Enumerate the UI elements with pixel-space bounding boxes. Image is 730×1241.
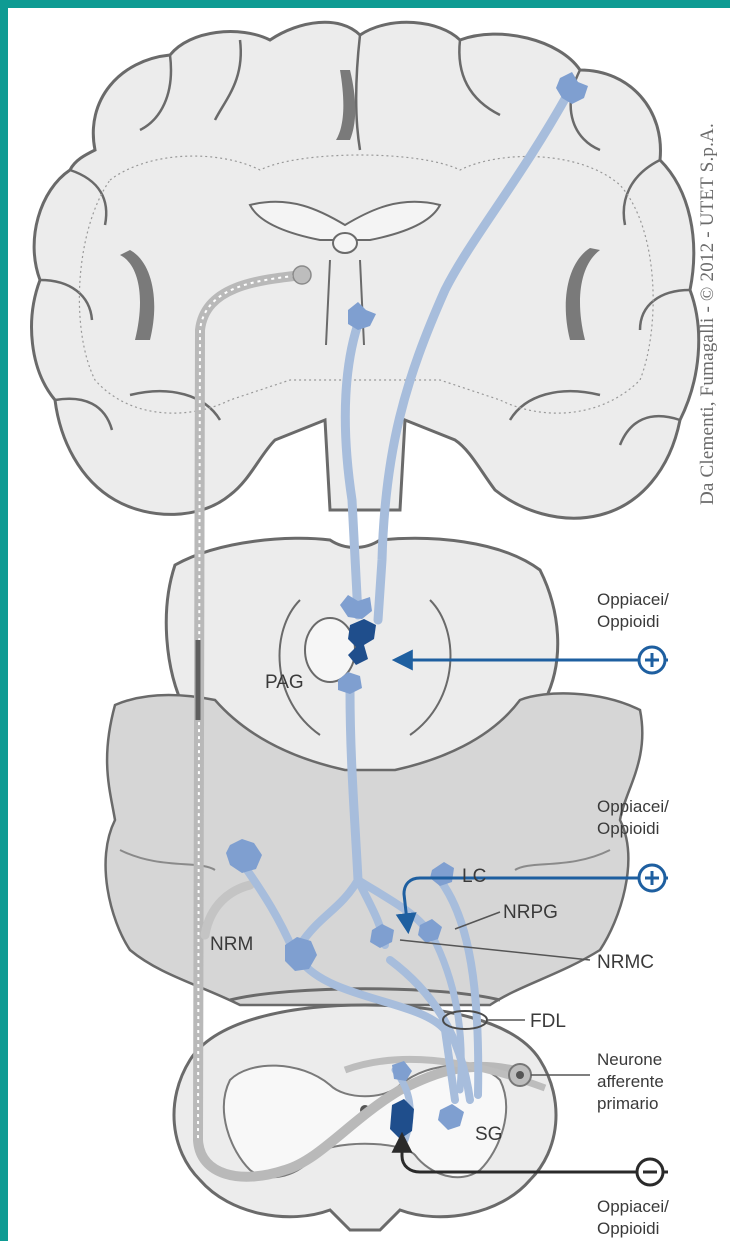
drug-label-2-line1: Oppiacei/ bbox=[597, 797, 669, 816]
label-neurone-line1: Neurone bbox=[597, 1050, 662, 1069]
drug-label-3-line2: Oppioidi bbox=[597, 1219, 659, 1238]
label-fdl: FDL bbox=[530, 1011, 566, 1032]
drug-label-2-line2: Oppioidi bbox=[597, 819, 659, 838]
label-nrm: NRM bbox=[210, 934, 253, 955]
label-lc: LC bbox=[462, 866, 486, 887]
label-nrmc: NRMC bbox=[597, 952, 654, 973]
drug-label-1-line1: Oppiacei/ bbox=[597, 590, 669, 609]
copyright-credit: Da Clementi, Fumagalli - © 2012 - UTET S… bbox=[697, 25, 725, 505]
label-nrpg: NRPG bbox=[503, 902, 558, 923]
cerebrum bbox=[32, 22, 699, 518]
label-pag: PAG bbox=[265, 672, 304, 693]
label-sg: SG bbox=[475, 1124, 502, 1145]
label-neurone-line2: afferente bbox=[597, 1072, 664, 1091]
drug-label-1-line2: Oppioidi bbox=[597, 612, 659, 631]
label-neurone-line3: primario bbox=[597, 1094, 658, 1113]
cerebrum-outline bbox=[32, 22, 699, 518]
drug-label-3-line1: Oppiacei/ bbox=[597, 1197, 669, 1216]
